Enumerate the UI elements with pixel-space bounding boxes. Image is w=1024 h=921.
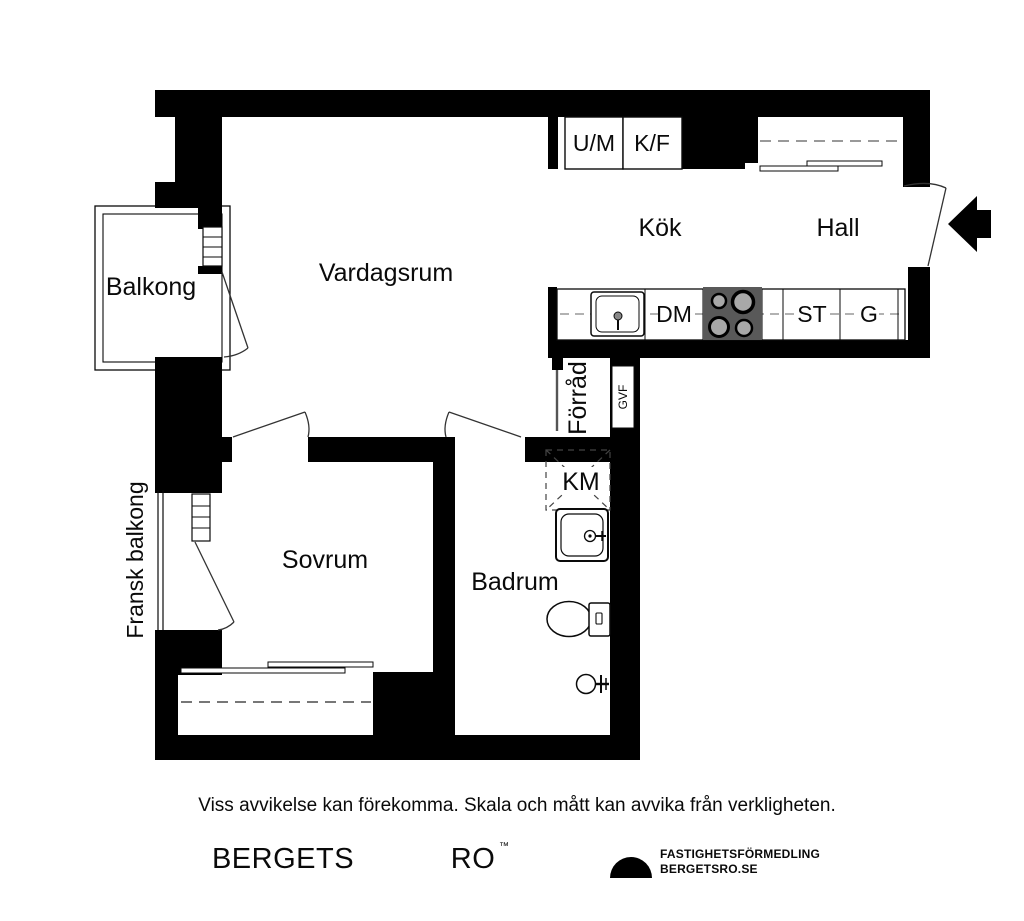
french-balcony-door-swing <box>217 621 235 631</box>
bathroom-door-leaf <box>448 411 522 438</box>
footer: Viss avvikelse kan förekomma. Skala och … <box>198 795 836 878</box>
wall-segment <box>745 117 758 163</box>
hall-wardrobe-slider <box>806 160 883 167</box>
dome-icon <box>610 857 652 878</box>
stove-burner-icon <box>708 316 730 338</box>
fridge-freezer-cabinet <box>622 116 683 170</box>
hall-wardrobe-slider <box>759 165 839 172</box>
toilet-bowl <box>546 600 592 638</box>
shower-head-icon <box>575 673 597 695</box>
brand-word-right: RO <box>451 843 496 875</box>
storage-label: Förråd <box>564 361 592 435</box>
label-bg <box>658 302 690 326</box>
washing-machine-cross <box>545 449 611 511</box>
vent-shaft-label: GVF <box>616 385 630 410</box>
stove-burner-icon <box>710 292 728 310</box>
stove-unit-label: ST <box>797 301 826 327</box>
label-bg <box>796 302 828 326</box>
french-balcony-door-leaf <box>194 541 235 623</box>
kitchen-fixtures <box>556 116 906 341</box>
disclaimer-text: Viss avvikelse kan förekomma. Skala och … <box>198 795 836 816</box>
wall-segment <box>908 267 930 342</box>
agency-line1: FASTIGHETSFÖRMEDLING <box>660 846 820 861</box>
trademark-mark: ™ <box>499 841 509 852</box>
wardrobe-slider <box>267 661 374 668</box>
wall-segment <box>175 437 232 462</box>
vent-shaft-box <box>611 365 635 429</box>
windows <box>157 226 223 630</box>
wall-segment <box>155 182 222 208</box>
wardrobe-unit-label: G <box>860 301 878 327</box>
wall-segment <box>903 117 930 187</box>
bathroom-fixtures <box>545 449 611 695</box>
washing-machine-label: KM <box>562 468 600 496</box>
doors <box>194 182 991 631</box>
washer-micro-label: U/M <box>573 130 615 156</box>
wall-segment <box>552 340 563 370</box>
stove-burner-icon <box>730 289 756 315</box>
agency-line2: BERGETSRO.SE <box>660 862 758 876</box>
appliance-labels: U/M K/F DM ST G KM GVF <box>562 130 878 496</box>
kitchen-label: Kök <box>638 214 682 242</box>
toilet-button <box>595 612 603 625</box>
entrance-door-swing <box>903 182 947 189</box>
bathroom-door-swing <box>444 411 450 438</box>
stove-burner-icon <box>734 318 754 338</box>
kitchen-faucet-icon <box>613 311 623 321</box>
hall-label: Hall <box>816 214 859 242</box>
fridge-freezer-label: K/F <box>634 130 670 156</box>
label-bg <box>560 467 602 494</box>
dishwasher-label: DM <box>656 301 692 327</box>
wall-segment <box>198 266 222 274</box>
wall-segment <box>198 208 222 229</box>
label-bg <box>859 302 879 326</box>
room-labels: Vardagsrum Kök Hall Balkong Sovrum Badru… <box>106 214 860 639</box>
wall-segment <box>433 437 455 677</box>
balcony-label: Balkong <box>106 273 196 301</box>
entrance-door-leaf <box>927 187 947 267</box>
storage-fixtures <box>611 365 635 429</box>
washing-machine-cross <box>545 449 611 511</box>
bathroom-label: Badrum <box>471 568 559 596</box>
wall-segment <box>548 115 558 169</box>
wall-segment <box>155 735 640 760</box>
walls <box>155 90 930 760</box>
wall-segment <box>155 90 930 117</box>
bedroom-door-swing <box>304 411 310 438</box>
wall-segment <box>175 117 222 182</box>
bedroom-door-leaf <box>232 411 306 438</box>
bedroom-label: Sovrum <box>282 546 368 574</box>
wall-segment <box>155 357 222 493</box>
washer-micro-cabinet <box>564 116 624 170</box>
entrance-arrow-icon <box>948 196 991 252</box>
wall-segment <box>552 340 930 358</box>
french-balcony-label: Fransk balkong <box>122 481 148 638</box>
wall-segment <box>610 437 640 737</box>
wall-segment <box>308 437 433 462</box>
wall-segment <box>682 117 745 169</box>
bath-faucet-dot <box>588 534 592 538</box>
wall-segment <box>548 287 557 358</box>
bedroom-wardrobe <box>180 661 374 703</box>
balcony-door-leaf <box>221 271 249 349</box>
living-room-label: Vardagsrum <box>319 259 453 287</box>
wall-segment <box>373 672 455 735</box>
wardrobe-slider <box>180 667 346 674</box>
balcony-door-swing <box>223 347 249 358</box>
brand-word-left: BERGETS <box>212 843 354 875</box>
